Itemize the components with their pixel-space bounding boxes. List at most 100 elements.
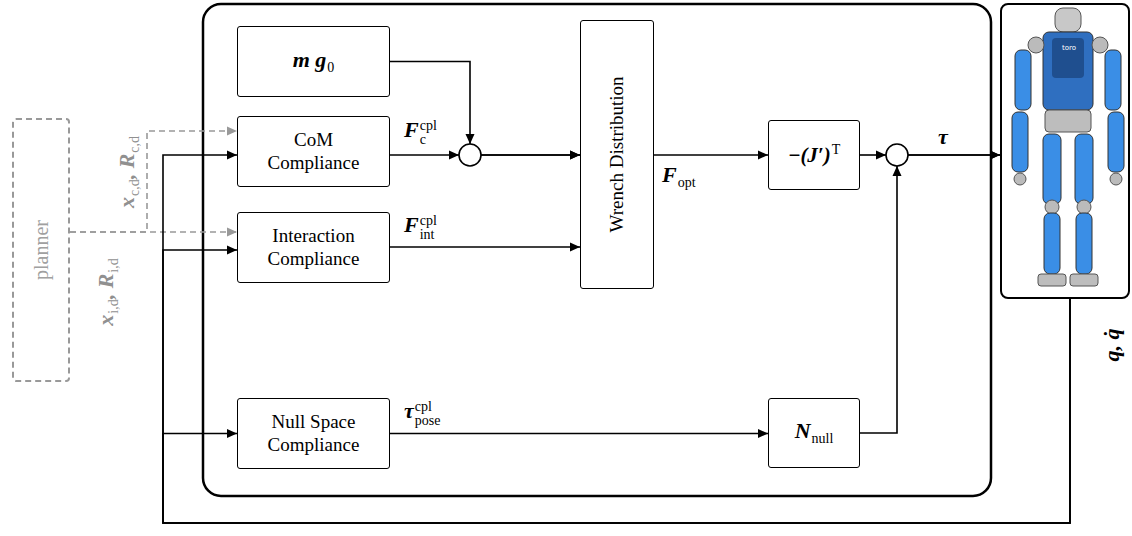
math-subscript: null — [812, 431, 834, 446]
feedback-signal: q, q̇ — [1099, 329, 1125, 362]
robot-pelvis — [1045, 110, 1091, 132]
math-superscript: T — [832, 142, 841, 157]
arrowhead — [466, 134, 475, 144]
arrowhead — [570, 243, 580, 252]
node-label: toro — [1002, 45, 1128, 52]
arrowhead — [758, 429, 768, 438]
node-label: m g0 — [293, 47, 335, 77]
connector-line — [654, 154, 768, 156]
reference-connector — [70, 127, 237, 233]
math-subscript: c — [420, 133, 437, 147]
math-subscript: 0 — [327, 60, 334, 75]
math-symbol: m g — [293, 47, 327, 72]
arrowhead — [449, 151, 459, 160]
sum-junction — [459, 144, 481, 166]
node-label: Interaction Compliance — [258, 225, 370, 271]
robot-leg — [1076, 213, 1092, 274]
gravity-box: m g0 — [237, 26, 390, 97]
planner-box: planner — [12, 118, 70, 382]
arrowhead — [227, 246, 237, 255]
math-subscript: c,d — [127, 179, 142, 196]
signal-connector — [390, 243, 580, 252]
signal-name: τcplpose — [404, 398, 440, 428]
arrowhead — [570, 151, 580, 160]
sum-junction — [886, 144, 908, 166]
node-label: Nnull — [795, 418, 834, 448]
arrowhead — [758, 151, 768, 160]
robot-arm — [1012, 112, 1028, 172]
robot-torso — [1043, 32, 1093, 110]
signal-connector — [654, 151, 768, 160]
arrowhead — [876, 151, 886, 160]
signal-connector — [390, 62, 580, 160]
arrowhead — [227, 429, 237, 438]
arrowhead — [990, 151, 1000, 160]
robot-head — [1055, 8, 1081, 32]
math-symbol: q, q̇ — [1099, 329, 1124, 362]
node-text: Interaction Compliance — [258, 225, 370, 271]
math-symbol: x — [93, 315, 118, 326]
math-symbol: F — [404, 117, 419, 142]
node-label: CoM Compliance — [258, 129, 370, 175]
arrowhead — [990, 151, 1000, 160]
node-label: −(J′)T — [788, 142, 841, 169]
signal-connector — [163, 299, 1070, 523]
math-superscript: cpl — [420, 214, 437, 228]
connector-line — [481, 154, 580, 156]
connector-line — [481, 154, 580, 156]
reference-connector — [70, 228, 237, 237]
math-symbol: N — [795, 418, 811, 443]
connector-line — [163, 299, 1070, 523]
vertical-text: planner — [29, 220, 53, 280]
math-subscript: i,d — [106, 258, 121, 272]
robot-shoulder — [1028, 37, 1044, 53]
jacobian-box: −(J′)T — [768, 120, 860, 190]
robot-arm — [1108, 112, 1124, 172]
wrench-distribution-box: Wrench Distribution — [580, 20, 654, 289]
robot-hand — [1110, 173, 1122, 185]
connector-line — [860, 166, 897, 433]
connector-line — [390, 246, 580, 248]
math-subscript: int — [420, 228, 437, 242]
connector-line — [908, 154, 1000, 156]
math-symbol: τ — [938, 124, 948, 149]
math-subscript: opt — [678, 175, 696, 190]
robot-foot — [1038, 274, 1066, 286]
arrowhead — [227, 127, 237, 136]
math-subscript: pose — [415, 414, 441, 428]
reference-signal: xi,d, Ri,d — [93, 258, 123, 325]
node-text: CoM Compliance — [258, 129, 370, 175]
math-symbol: , R — [93, 274, 118, 300]
signal-name: τ — [938, 124, 948, 150]
signal-connector — [860, 151, 1000, 160]
math-symbol: , R — [114, 154, 139, 180]
math-subscript: c,d — [127, 136, 142, 153]
signal-connector — [390, 151, 580, 160]
node-text: Null Space Compliance — [258, 411, 370, 457]
connector-line — [70, 231, 237, 233]
index-stack: cplc — [420, 119, 437, 147]
robot-hand — [1014, 173, 1026, 185]
math-symbol: F — [662, 162, 677, 187]
compliance-box: CoM Compliance — [237, 116, 390, 187]
math-symbol: F — [404, 212, 419, 237]
math-subscript: i,d — [106, 299, 121, 313]
compliance-box: Interaction Compliance — [237, 212, 390, 283]
arrowhead — [227, 151, 237, 160]
index-stack: cplpose — [415, 400, 441, 428]
math-symbol: x — [114, 197, 139, 208]
index-stack: cplint — [420, 214, 437, 242]
connector-line — [390, 433, 768, 435]
robot-foot — [1070, 274, 1098, 286]
arrowhead — [570, 151, 580, 160]
signal-name: Fopt — [662, 162, 696, 192]
arrowhead — [893, 166, 902, 176]
node-label: Null Space Compliance — [258, 411, 370, 457]
signal-connector — [390, 429, 768, 438]
compliance-box: Null Space Compliance — [237, 398, 390, 469]
connector-line — [390, 154, 459, 156]
math-superscript: cpl — [420, 119, 437, 133]
